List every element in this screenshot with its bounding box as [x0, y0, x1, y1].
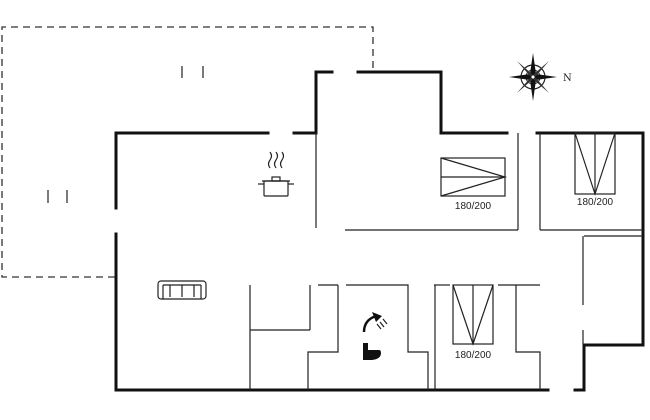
bed-bedroom-1: 180/200 — [440, 157, 508, 212]
bed-bedroom-2: 180/200 — [574, 132, 616, 208]
terrace-outline — [1, 26, 374, 278]
toilet-icon — [363, 343, 381, 360]
bed-bedroom-3: 180/200 — [452, 284, 494, 361]
sofa-icon — [157, 280, 207, 300]
compass-north-label: N — [563, 73, 572, 84]
compass-rose-icon — [509, 53, 557, 101]
bed-size-label-1: 180/200 — [455, 201, 492, 212]
cooking-pot-icon — [258, 151, 294, 197]
terrace-markers — [47, 66, 204, 203]
shower-icon — [362, 312, 388, 333]
interior-walls — [249, 133, 643, 390]
bed-size-label-3: 180/200 — [455, 350, 492, 361]
exterior-walls — [114, 70, 645, 392]
bed-size-label-2: 180/200 — [577, 197, 614, 208]
